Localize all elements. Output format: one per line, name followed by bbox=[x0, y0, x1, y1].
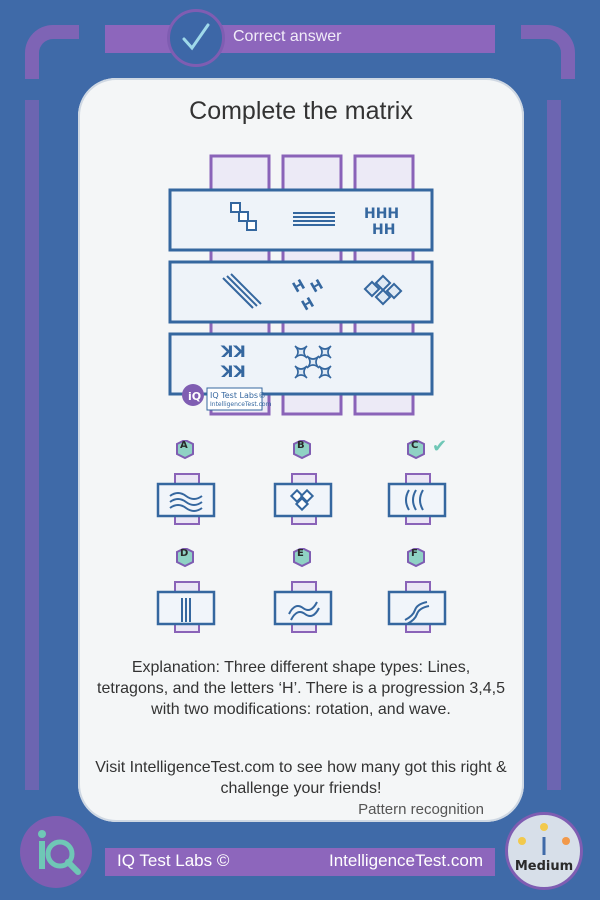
option-a[interactable]: A bbox=[155, 438, 217, 540]
footer-bar: IQ Test Labs © IntelligenceTest.com bbox=[105, 848, 495, 876]
option-letter: E bbox=[297, 548, 304, 559]
hard-face-icon bbox=[562, 837, 570, 845]
explanation-text: Explanation: Three different shape types… bbox=[97, 659, 505, 718]
footer-brand: IQ Test Labs © bbox=[117, 851, 230, 870]
option-letter: A bbox=[180, 440, 188, 451]
option-hexagon bbox=[176, 546, 194, 568]
correct-check-icon: ✔ bbox=[432, 436, 448, 457]
watermark-brand: IQ Test Labs© bbox=[210, 391, 267, 400]
svg-text:iQ: iQ bbox=[188, 390, 201, 403]
svg-text:HHH: HHH bbox=[364, 206, 399, 222]
svg-text:ꓘꓘ: ꓘꓘ bbox=[220, 342, 246, 361]
easy-face-icon bbox=[518, 837, 526, 845]
difficulty-gauge: Medium bbox=[505, 812, 583, 890]
svg-text:HH: HH bbox=[372, 222, 395, 238]
checkmark-icon bbox=[182, 23, 210, 51]
option-hexagon bbox=[293, 438, 311, 460]
cell-squares-diagonal bbox=[230, 202, 257, 231]
header-label: Correct answer bbox=[233, 28, 342, 45]
option-d[interactable]: D bbox=[155, 546, 217, 648]
option-hexagon bbox=[176, 438, 194, 460]
footer-site-link[interactable]: IntelligenceTest.com bbox=[328, 851, 483, 870]
medium-face-icon bbox=[540, 823, 548, 831]
cell-four-lines bbox=[293, 212, 335, 226]
page-title: Complete the matrix bbox=[189, 97, 413, 125]
visit-text: Visit IntelligenceTest.com to see how ma… bbox=[95, 759, 507, 797]
cell-wavy-h: ꓘꓘ ꓘꓘ bbox=[220, 342, 246, 381]
cell-stars bbox=[294, 345, 332, 379]
correct-badge bbox=[167, 9, 225, 67]
option-hexagon bbox=[407, 546, 425, 568]
iq-logo-icon bbox=[20, 816, 92, 888]
option-hexagon bbox=[293, 546, 311, 568]
frame-side-left bbox=[25, 100, 39, 790]
option-letter: D bbox=[180, 548, 189, 559]
option-c[interactable]: C✔ bbox=[386, 436, 448, 540]
frame-corner-top-left bbox=[25, 25, 79, 79]
cell-rotated-lines bbox=[222, 273, 262, 309]
brand-logo-icon bbox=[182, 384, 204, 406]
option-letter: C bbox=[411, 440, 419, 451]
difficulty-label: Medium bbox=[514, 859, 574, 874]
svg-text:ꓘꓘ: ꓘꓘ bbox=[220, 362, 246, 381]
option-letter: B bbox=[297, 440, 305, 451]
option-letter: F bbox=[411, 548, 418, 559]
option-hexagon bbox=[407, 438, 425, 460]
category-label: Pattern recognition bbox=[358, 801, 484, 818]
option-b[interactable]: B bbox=[272, 438, 334, 540]
option-e[interactable]: E bbox=[272, 546, 334, 648]
header-bar: Correct answer bbox=[105, 25, 495, 53]
frame-side-right bbox=[547, 100, 561, 790]
option-f[interactable]: F bbox=[386, 546, 448, 648]
watermark-site: IntelligenceTest.com bbox=[210, 401, 272, 408]
frame-corner-top-right bbox=[521, 25, 575, 79]
cell-diamonds bbox=[363, 274, 403, 306]
